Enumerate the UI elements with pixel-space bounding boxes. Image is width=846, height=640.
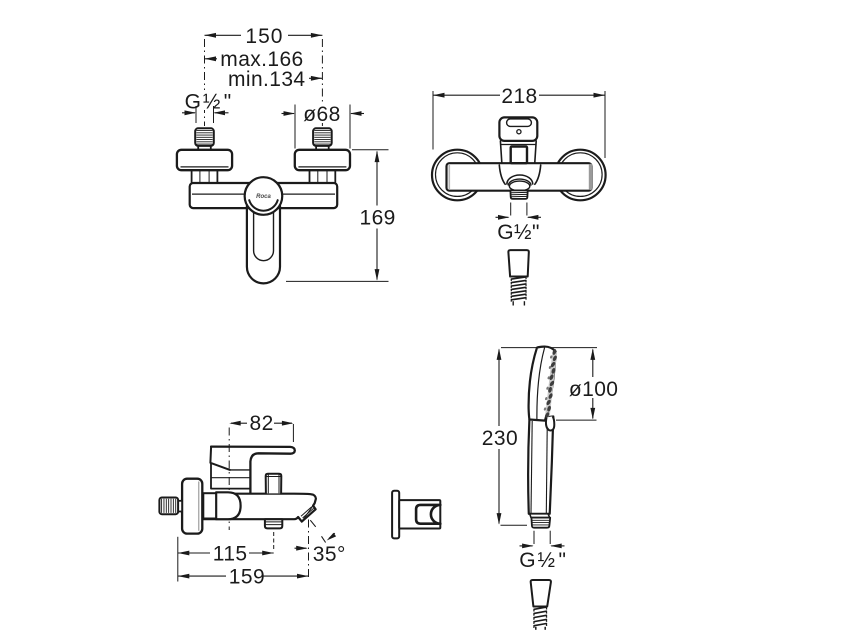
svg-text:159: 159 xyxy=(229,566,265,589)
svg-text:min.134: min.134 xyxy=(228,68,306,91)
svg-text:G½": G½" xyxy=(185,91,232,114)
svg-text:G½": G½" xyxy=(497,221,540,244)
svg-text:Roca: Roca xyxy=(256,194,271,200)
svg-text:ø100: ø100 xyxy=(569,378,618,401)
svg-text:35°: 35° xyxy=(313,543,346,566)
svg-text:G½": G½" xyxy=(519,549,566,572)
svg-text:82: 82 xyxy=(250,412,274,435)
svg-text:ø68: ø68 xyxy=(303,103,340,126)
svg-text:218: 218 xyxy=(501,85,537,108)
svg-text:115: 115 xyxy=(213,542,248,565)
svg-text:169: 169 xyxy=(360,207,396,230)
svg-text:150: 150 xyxy=(245,25,283,48)
svg-text:230: 230 xyxy=(482,427,518,450)
